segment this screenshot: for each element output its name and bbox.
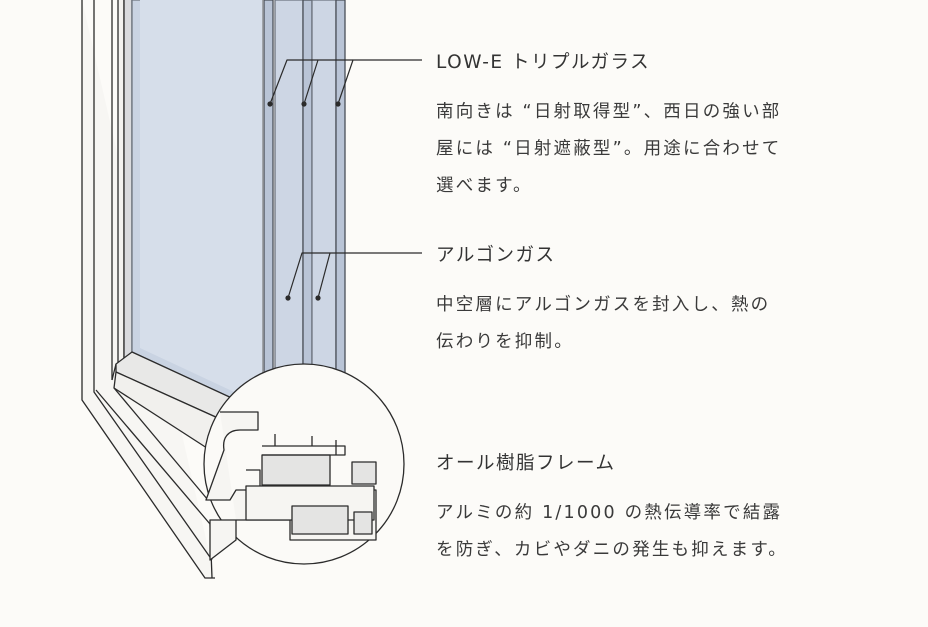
callout-body-line: 屋には “日射遮蔽型”。用途に合わせて [436, 139, 782, 159]
callout-body-line: 選べます。 [436, 176, 533, 196]
callout-body: 南向きは “日射取得型”、西日の強い部 屋には “日射遮蔽型”。用途に合わせて … [436, 94, 856, 205]
callout-body-line: を防ぎ、カビやダニの発生も抑えます。 [436, 540, 788, 560]
callout-body-line: 南向きは “日射取得型”、西日の強い部 [436, 102, 782, 122]
callout-low-e-glass: LOW-E トリプルガラス 南向きは “日射取得型”、西日の強い部 屋には “日… [436, 48, 856, 205]
callout-body-line: アルミの約 1/1000 の熱伝導率で結露 [436, 503, 783, 523]
leader-dots [267, 101, 341, 301]
frame-magnifier-circle [203, 363, 405, 565]
callout-body-line: 中空層にアルゴンガスを封入し、熱の [436, 295, 771, 315]
callout-argon-gas: アルゴンガス 中空層にアルゴンガスを封入し、熱の 伝わりを抑制。 [436, 241, 856, 361]
callout-body: 中空層にアルゴンガスを封入し、熱の 伝わりを抑制。 [436, 287, 856, 361]
callout-title: アルゴンガス [436, 245, 556, 266]
callout-title: オール樹脂フレーム [436, 453, 616, 474]
callout-body-line: 伝わりを抑制。 [436, 332, 574, 352]
callout-title: LOW-E トリプルガラス [436, 52, 651, 73]
sash-left [117, 0, 133, 365]
leader-lines [269, 59, 422, 299]
callout-resin-frame: オール樹脂フレーム アルミの約 1/1000 の熱伝導率で結露 を防ぎ、カビやダ… [436, 449, 856, 569]
callout-body: アルミの約 1/1000 の熱伝導率で結露 を防ぎ、カビやダニの発生も抑えます。 [436, 495, 856, 569]
